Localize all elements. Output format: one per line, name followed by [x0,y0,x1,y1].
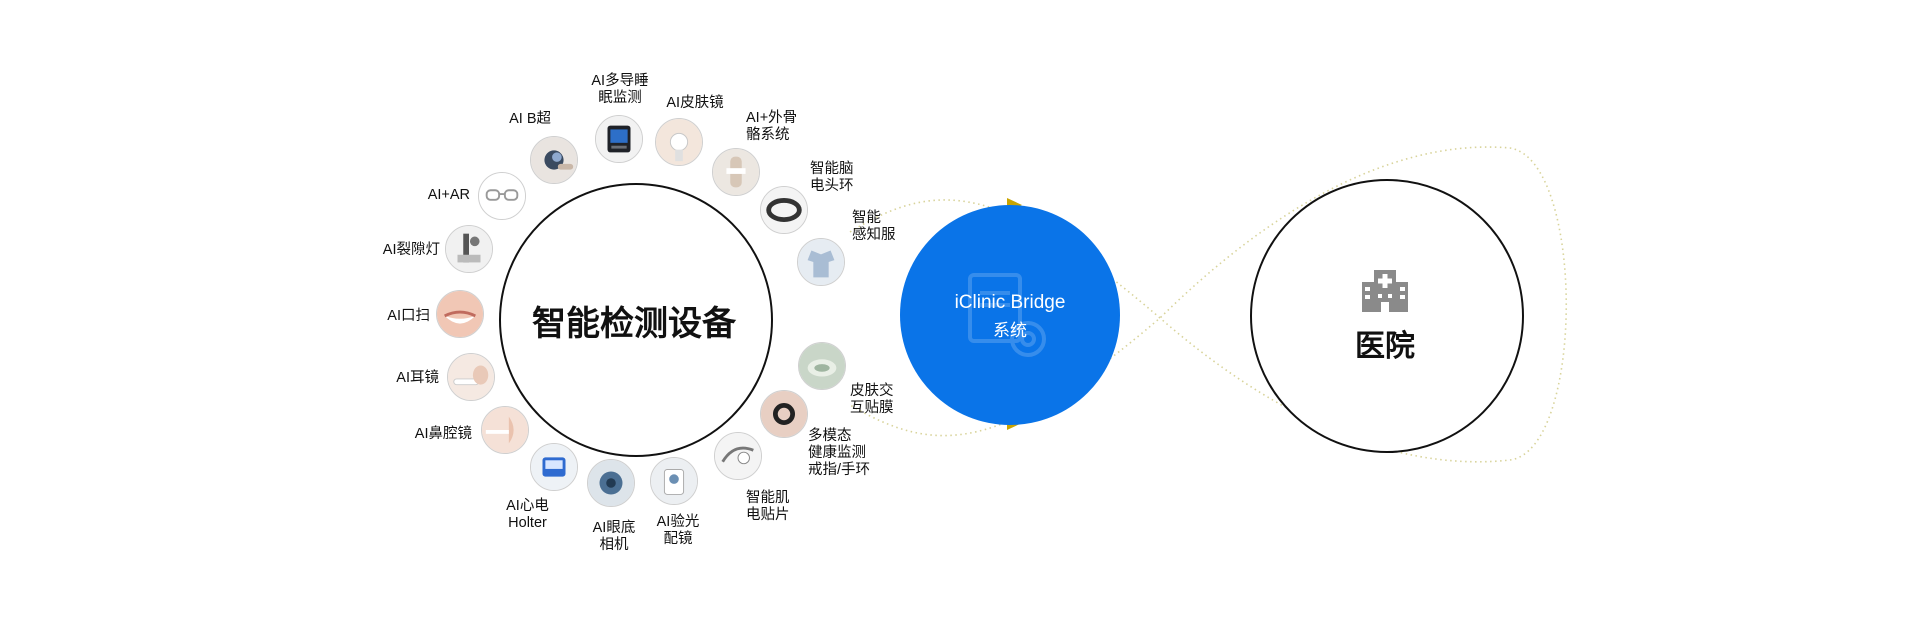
bridge-subtitle: 系统 [993,321,1027,340]
exoskeleton-icon [712,148,760,196]
eeg-headband-icon [760,186,808,234]
device-label: AI多导睡 眠监测 [591,73,649,106]
oral-scanner-icon [436,290,484,338]
hospital-icon [1362,270,1408,312]
refractometer-icon [650,457,698,505]
device-label: AI鼻腔镜 [414,426,472,442]
device-label: 智能 感知服 [852,210,896,243]
otoscope-icon [447,353,495,401]
smart-devices-title: 智能检测设备 [532,305,736,343]
device-label: AI耳镜 [396,370,439,386]
dermatoscope-icon [655,118,703,166]
device-label: AI心电 Holter [506,498,549,531]
hospital-title: 医院 [1355,330,1415,363]
skin-patch-icon [798,342,846,390]
hospital-circle [1250,179,1524,453]
nasal-endoscope-icon [481,406,529,454]
sleep-monitor-icon [595,115,643,163]
slit-lamp-icon [445,225,493,273]
ultrasound-probe-icon [530,136,578,184]
smart-ring-icon [760,390,808,438]
device-label: AI口扫 [387,308,430,324]
device-label: 多模态 健康监测 戒指/手环 [808,428,871,478]
device-label: 皮肤交 互贴膜 [850,383,894,416]
device-label: AI+AR [427,187,470,203]
emg-patch-icon [714,432,762,480]
smart-clothing-icon [797,238,845,286]
device-label: AI裂隙灯 [382,242,440,258]
device-label: AI+外骨 骼系统 [746,110,798,143]
ar-glasses-icon [478,172,526,220]
holter-monitor-icon [530,443,578,491]
device-label: AI眼底 相机 [592,520,636,553]
device-label: AI皮肤镜 [666,95,724,111]
fundus-camera-icon [587,459,635,507]
device-label: 智能脑 电头环 [810,161,854,194]
device-label: 智能肌 电贴片 [746,490,790,523]
iclinic-bridge-circle [900,205,1120,425]
device-label: AI验光 配镜 [656,514,700,547]
smart-devices-circle [499,183,773,457]
bridge-name: iClinic Bridge [954,292,1066,313]
device-label: AI B超 [509,111,551,127]
settings-document-icon [968,273,1046,357]
